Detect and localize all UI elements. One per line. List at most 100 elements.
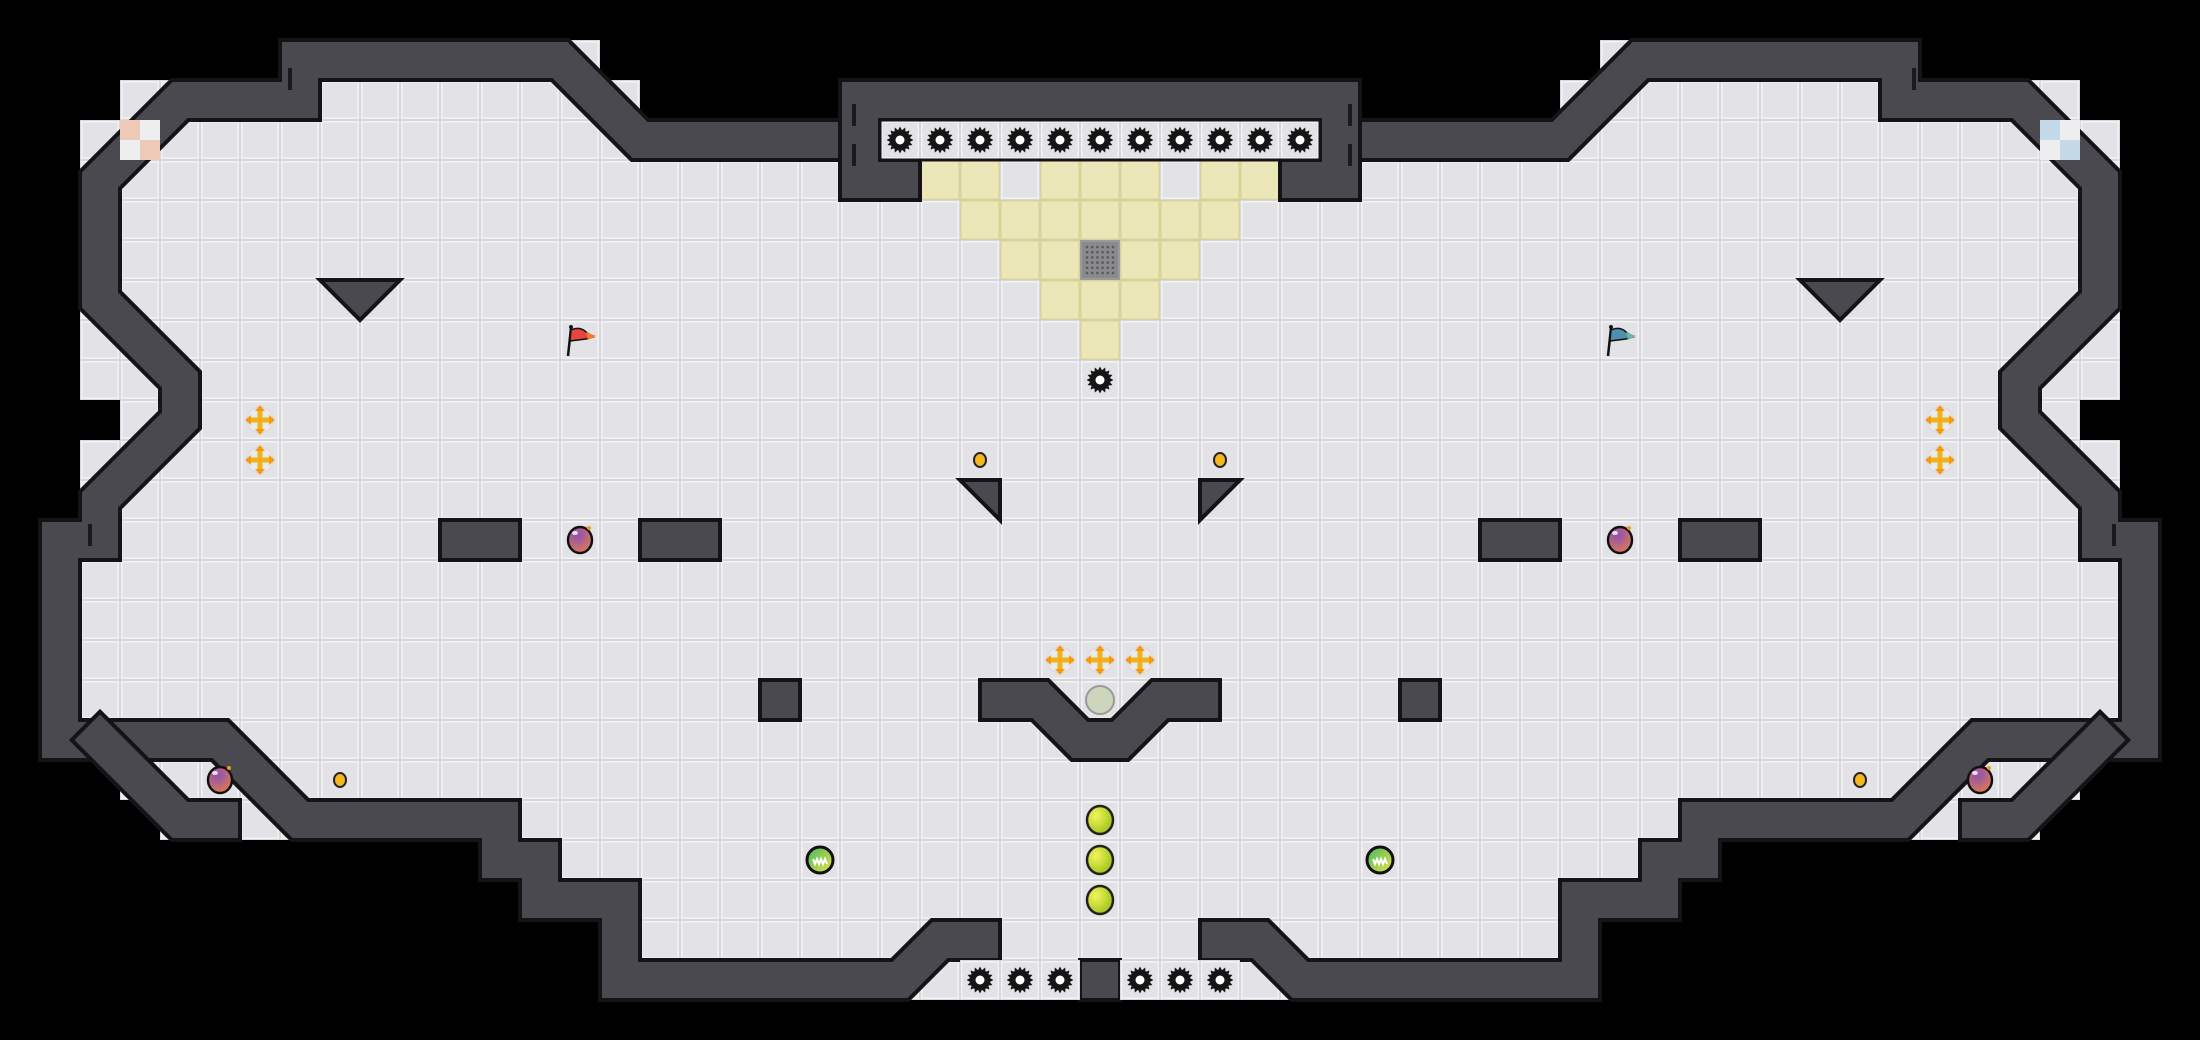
saw-blade-icon [1086, 126, 1114, 154]
floor-row [80, 440, 1120, 480]
pocket-wall-left [74, 714, 238, 838]
goal-zone-tile [1160, 240, 1200, 280]
floor-row [80, 280, 1120, 320]
lime-gem-icon[interactable] [1085, 804, 1115, 836]
triangle-wall [1795, 278, 1885, 323]
outer-wall-right [1202, 42, 2158, 998]
red-spawn-checker-icon [120, 120, 160, 160]
goal-zone-tile [1040, 200, 1080, 240]
floor-row [1080, 560, 2160, 600]
floor-row [1080, 840, 1720, 880]
floor-row [480, 840, 1120, 880]
saw-blade-icon [926, 126, 954, 154]
coin-icon[interactable] [333, 772, 347, 788]
floor-row [40, 680, 1120, 720]
entities [120, 120, 2080, 1000]
saw-blade-icon [1046, 966, 1074, 994]
floor-row [80, 240, 1120, 280]
floor-row [120, 400, 1120, 440]
grate-icon [1080, 240, 1120, 280]
wall-notch [2112, 524, 2116, 546]
lime-gem-icon[interactable] [1085, 844, 1115, 876]
goal-zone [920, 160, 1280, 360]
spike-orb-icon[interactable] [805, 845, 835, 875]
checker-square [2040, 120, 2060, 140]
floor-row [40, 600, 1120, 640]
lime-gem-icon[interactable] [1085, 884, 1115, 916]
wall-block [1478, 518, 1562, 562]
bomb-icon[interactable] [206, 764, 234, 795]
goal-zone-tile [960, 200, 1000, 240]
saw-blade-icon [1006, 126, 1034, 154]
bomb-icon[interactable] [1606, 524, 1634, 555]
wall-notch [288, 68, 292, 90]
ramp-wall [1198, 478, 1245, 525]
goal-zone-tile [1120, 280, 1160, 320]
wall-block [758, 678, 802, 722]
wall-notch [852, 104, 856, 126]
goal-zone-tile [1000, 240, 1040, 280]
center-v-wall [982, 682, 1218, 758]
goal-zone-tile [1200, 160, 1240, 200]
saw-blade-icon [1086, 366, 1114, 394]
walls [38, 38, 2162, 1002]
saw-blade-icon [1166, 966, 1194, 994]
bomb-icon[interactable] [566, 524, 594, 555]
wall-notch [1912, 68, 1916, 90]
saw-blade-icon [966, 966, 994, 994]
saw-blade-icon [1206, 966, 1234, 994]
wall-notch [852, 144, 856, 166]
saw-blade-icon [1006, 966, 1034, 994]
goal-zone-tile [1000, 200, 1040, 240]
goal-zone-tile [1080, 160, 1120, 200]
floor-row [1080, 600, 2160, 640]
coin-icon[interactable] [1213, 452, 1227, 468]
coin-icon[interactable] [1853, 772, 1867, 788]
saw-blade-icon [1166, 126, 1194, 154]
floor-row [1080, 200, 2120, 240]
ramp-wall [955, 478, 1002, 525]
goal-zone-tile [1200, 200, 1240, 240]
saw-blade-icon [1126, 126, 1154, 154]
goal-zone-tile [1240, 160, 1280, 200]
goal-zone-tile [1120, 200, 1160, 240]
saw-blade-icon [966, 126, 994, 154]
floor-row [80, 360, 1120, 400]
triangle-wall [315, 278, 405, 323]
floor-row [1080, 920, 1600, 960]
goal-zone-tile [1120, 160, 1160, 200]
floor-row [1080, 480, 2120, 520]
wall-notch [1348, 144, 1352, 166]
floor-row [1080, 360, 2120, 400]
blue-spawn-checker-icon [2040, 120, 2080, 160]
floor-row [40, 560, 1120, 600]
floor-row [40, 640, 1120, 680]
pocket-wall-right [1962, 714, 2126, 838]
goal-zone-tile [1040, 160, 1080, 200]
saw-blade-icon [1126, 966, 1154, 994]
wall-block [1678, 518, 1762, 562]
checker-square [120, 120, 140, 140]
wall-block [638, 518, 722, 562]
floor-row [80, 320, 1120, 360]
inactive-button-icon[interactable] [1085, 685, 1115, 715]
saw-blade-icon [1286, 126, 1314, 154]
floor-row [1080, 640, 2160, 680]
coin-icon[interactable] [973, 452, 987, 468]
floor-row [1080, 400, 2080, 440]
bomb-icon[interactable] [1966, 764, 1994, 795]
floor-row [1080, 440, 2120, 480]
saw-blade-icon [1046, 126, 1074, 154]
goal-zone-tile [1120, 240, 1160, 280]
floor-row [80, 200, 1120, 240]
wall-block [1078, 958, 1122, 1002]
goal-zone-tile [1080, 280, 1120, 320]
floor-row [1080, 240, 2120, 280]
floor-row [1080, 680, 2160, 720]
wall-block [438, 518, 522, 562]
spike-orb-icon[interactable] [1365, 845, 1395, 875]
goal-zone-tile [1040, 240, 1080, 280]
goal-zone-tile [1080, 200, 1120, 240]
floor-row [80, 480, 1120, 520]
wall-notch [88, 524, 92, 546]
